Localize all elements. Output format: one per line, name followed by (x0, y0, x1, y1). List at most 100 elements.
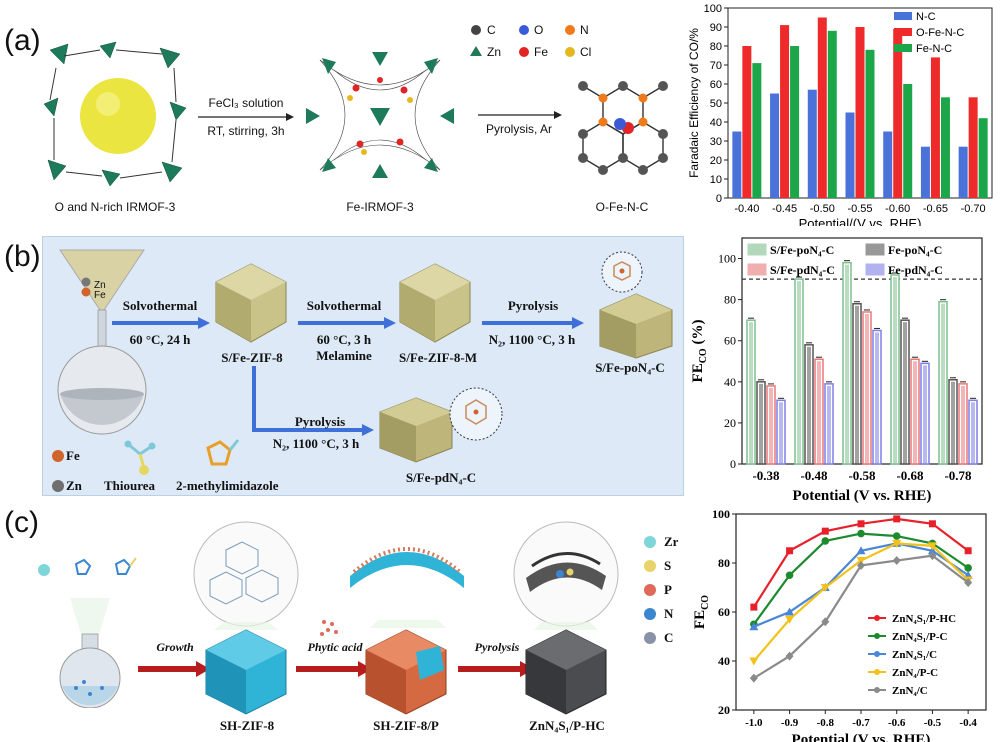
chart-a-ytick-label: 90 (710, 22, 722, 34)
chart-b-legend-label: S/Fe-pdN₄-C (770, 263, 835, 277)
chart-b-bar-fill (923, 365, 927, 464)
step-pyrolysis: Pyrolysis (474, 640, 520, 654)
2-methylimidazole-icon (206, 439, 240, 466)
chart-a-bar (732, 131, 742, 198)
chart-b-bar-fill (759, 383, 763, 464)
chart-b-bar-fill (845, 264, 849, 464)
b-legend-icons (52, 439, 240, 492)
step-b2-line2: 60 °C, 3 h (316, 332, 372, 347)
atom-legend (470, 25, 575, 57)
chart-b-ylabel-sub: CO (698, 348, 709, 363)
arrow-c-pyrolysis (458, 661, 534, 677)
legend-c-label: C (487, 23, 496, 37)
chart-b-bar-fill (797, 281, 801, 464)
chart-a-ytick-label: 0 (716, 193, 722, 205)
legend-2-methylimidazole: 2-methylimidazole (176, 478, 279, 493)
chart-c-point (857, 529, 865, 538)
chart-a-bar (865, 49, 875, 198)
chart-c-legend-label: ZnN₄/C (892, 685, 928, 697)
chart-c-point (964, 547, 972, 555)
legend-n-icon (565, 25, 575, 35)
chart-b-ytick-label: 80 (724, 293, 736, 307)
chart-a-xtick-label: -0.40 (734, 203, 759, 215)
chart-c-point (749, 673, 758, 683)
label-sh-zif8: SH-ZIF-8 (219, 718, 275, 733)
step-b2-line3: Melamine (316, 348, 372, 363)
chart-b-ylabel: FECO (%) (690, 320, 709, 383)
chart-b-legend-swatch (747, 263, 767, 276)
label-sfe-zif8: S/Fe-ZIF-8 (221, 350, 283, 365)
legend-o-label: O (534, 23, 544, 37)
chart-c-point (750, 603, 758, 611)
sfe-zif8-polyhedron (215, 263, 287, 343)
chart-c-legend-marker (874, 687, 880, 693)
chart-c-ylabel-sub: CO (700, 595, 711, 610)
chart-b-ytick-label: 0 (730, 457, 736, 471)
chart-a-xtick-label: -0.45 (772, 203, 797, 215)
chart-c-point (857, 560, 865, 570)
chart-a-legend-swatch (894, 28, 912, 36)
legend-zn: Zn (66, 478, 82, 493)
fe-atom-icon (52, 450, 64, 462)
chart-b-bar-fill (827, 385, 831, 464)
chart-a-bar (845, 112, 855, 198)
chart-a-bar (855, 27, 865, 198)
step-b1-line1: Solvothermal (122, 298, 198, 313)
chart-c-legend-label: ZnN₄S₁/P-HC (892, 613, 956, 625)
chart-b-bar-fill (779, 402, 783, 464)
step-b4-line2: N₂, 1100 °C, 3 h (272, 436, 360, 451)
chart-c-legend-label: ZnN₄S₁/C (892, 649, 937, 661)
arrow-c-growth (138, 661, 210, 677)
step-a1-line2: RT, stirring, 3h (207, 124, 285, 138)
step-b3-line2: N₂, 1100 °C, 3 h (488, 332, 576, 347)
chart-b-legend-swatch (865, 243, 885, 256)
chart-b-bar-fill (749, 322, 753, 464)
chart-a-bar (930, 57, 940, 199)
chart-c-point (749, 657, 759, 666)
chart-c-xtick-label: -0.5 (924, 717, 942, 729)
chart-c-ytick-label: 60 (718, 605, 730, 619)
chart-a-bar (920, 146, 930, 198)
chart-a-legend-label: Fe-N-C (916, 43, 952, 55)
arrow-b3 (482, 317, 584, 329)
chart-c-ytick-label: 20 (718, 703, 730, 717)
arrow-c-phytic (296, 661, 372, 677)
chart-c-point (786, 547, 794, 555)
chart-b-xlabel: Potential (V vs. RHE) (793, 488, 932, 504)
chart-c-legend-marker (874, 651, 880, 657)
chart-c-ylabel: FECO (692, 595, 711, 629)
chart-a-bar (790, 46, 800, 198)
chart-b-bar-fill (865, 313, 869, 464)
arrow-b1 (112, 317, 210, 329)
panel-b-letter: (b) (4, 240, 41, 273)
legend-p: P (664, 582, 672, 597)
chart-b-bar-fill (769, 387, 773, 464)
label-sfe-zif8m: S/Fe-ZIF-8-M (399, 350, 477, 365)
chart-a-ytick-label: 40 (710, 117, 722, 129)
chart-c-point (785, 615, 795, 624)
chart-b-xtick-label: -0.48 (800, 468, 828, 483)
s-dot-icon (644, 560, 656, 572)
chart-c-ytick-label: 100 (712, 507, 730, 521)
chart-c-point (749, 622, 759, 631)
chart-c: 20406080100-1.0-0.9-0.8-0.7-0.6-0.5-0.4F… (692, 507, 987, 742)
sfe-pdn4c-polyhedron (379, 387, 503, 463)
chart-a-bar (978, 118, 988, 198)
chart-a-ytick-label: 100 (704, 3, 722, 15)
chart-b-ytick-label: 60 (724, 334, 736, 348)
sh-zif8-structure (193, 521, 299, 715)
chart-c-xtick-label: -0.9 (781, 717, 799, 729)
chart-c-ytick-label: 80 (718, 556, 730, 570)
legend-zr: Zr (664, 534, 679, 549)
legend-s: S (664, 558, 672, 573)
chart-c-legend-label: ZnN₄S₁/P-C (892, 631, 948, 643)
chart-c-point (927, 542, 937, 551)
chart-c-xlabel: Potential (V vs. RHE) (792, 732, 931, 742)
legend-fe: Fe (66, 448, 80, 463)
flask-fe-dot (81, 287, 91, 297)
chart-b-bar-fill (961, 385, 965, 464)
chart-a-bar (742, 46, 752, 198)
chart-b-bar-fill (807, 346, 811, 464)
chart-b-ylabel-main: FE (690, 363, 706, 382)
legend-c-icon (471, 25, 481, 35)
